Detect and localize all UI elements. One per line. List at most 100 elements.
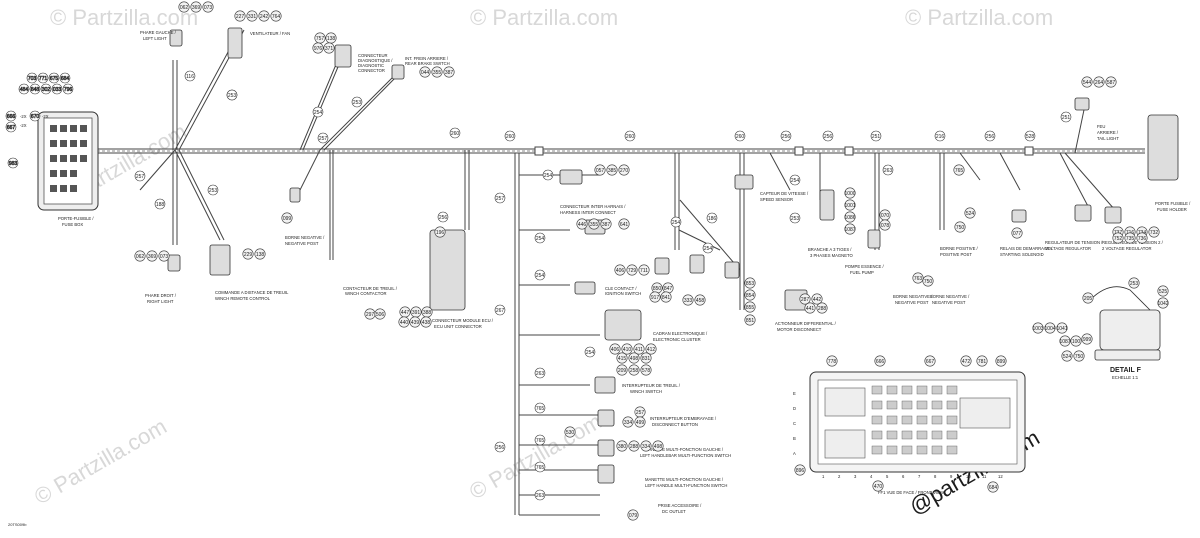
callout-circle — [178, 1, 190, 13]
callout-bubble: 667 — [5, 121, 17, 133]
callout-circle — [744, 301, 756, 313]
callout-bubble: 498 — [652, 440, 664, 452]
detail-f-motor — [1089, 286, 1161, 361]
callout-bubble: 855 — [744, 301, 756, 313]
harness-number: 260 — [734, 130, 746, 142]
fuse-box-callouts: 703 771 675 684 484 848 302 033 796 666 … — [5, 72, 74, 169]
callout-bubble: 062 — [178, 1, 190, 13]
callout-bubble: 073 — [202, 1, 214, 13]
cluster-label: ELECTRONIC CLUSTER — [653, 337, 701, 342]
callout-bubble: 735 — [1124, 232, 1136, 244]
callout-number: 270 — [620, 168, 629, 174]
callout-bubble: 288 — [628, 440, 640, 452]
callout-bubble: 1000 — [844, 187, 856, 199]
callout-bubble: 334 — [622, 416, 634, 428]
callout-circle — [912, 272, 924, 284]
harness-circle — [534, 269, 546, 281]
callout-number: 057 — [596, 168, 605, 174]
callout-bubble: 752 — [1112, 232, 1124, 244]
harness-number-text: 263 — [536, 371, 545, 377]
callout-number: 077 — [1013, 231, 1022, 237]
harness-number: 251 — [1060, 111, 1072, 123]
callout-number: 711 — [640, 268, 648, 274]
callout-bubble: 371 — [323, 42, 335, 54]
harness-number-text: 256 — [824, 134, 833, 140]
callout-number: 847 — [664, 286, 673, 292]
harness-circle — [780, 130, 792, 142]
callout-circle — [600, 218, 612, 230]
harness-number-text: 254 — [536, 236, 545, 242]
right-light-label: RIGHT LIGHT — [147, 299, 174, 304]
callout-number: 506 — [376, 312, 385, 318]
start-button-label: DISCONNECT BUTTON — [652, 422, 698, 427]
solenoid-label: RELAIS DE DEMARRAGE / — [1000, 246, 1053, 251]
callout-circle — [694, 294, 706, 306]
callout-bubble: 765 — [953, 164, 965, 176]
fuse-holder-label: PORTE FUSIBLE / — [1155, 201, 1191, 206]
harness-number: 263 — [534, 489, 546, 501]
callout-bubble: 044 — [419, 66, 431, 78]
callout-bubble: 227 — [234, 10, 246, 22]
callout-bubble: 138 — [254, 248, 266, 260]
callout-number: 666 — [876, 359, 885, 365]
callout-bubble: 412 — [645, 343, 657, 355]
callout-number: 079 — [629, 513, 638, 519]
winch-switch-connector — [594, 376, 616, 394]
callout-circle — [1059, 335, 1071, 347]
callout-bubble: 764 — [270, 10, 282, 22]
callout-bubble: 899 — [995, 355, 1007, 367]
tail-light-label: TAIL LIGHT — [1097, 136, 1119, 141]
callout-number: 1086 — [844, 215, 855, 221]
callout-bubble: 831 — [640, 352, 652, 364]
harness-number: 216 — [934, 130, 946, 142]
harness-circle — [184, 70, 196, 82]
callout-bubble: 853 — [744, 277, 756, 289]
fuse-slot — [946, 445, 958, 455]
callout-circle — [420, 316, 432, 328]
callout-number: 1000 — [844, 191, 855, 197]
callout-bubble: 333 — [682, 294, 694, 306]
callout-circle — [872, 480, 884, 492]
harness-circle — [494, 304, 506, 316]
callout-bubble: 355 — [431, 66, 443, 78]
callout-bubble: 544 — [1081, 76, 1093, 88]
fuse-box-label: FUSE BOX — [62, 222, 83, 227]
callout-number: 070 — [881, 213, 890, 219]
harness-circle — [870, 130, 882, 142]
callout-number: 388 — [423, 310, 432, 316]
callout-bubble: 684 — [987, 481, 999, 493]
callout-bubble: 264 — [1093, 76, 1105, 88]
callout-circle — [1061, 350, 1073, 362]
harness-number-text: 251 — [872, 134, 881, 140]
callout-bubble: 138 — [325, 32, 337, 44]
callout-circle — [879, 219, 891, 231]
callout-circle — [844, 211, 856, 223]
callout-number: 439 — [411, 320, 420, 326]
callout-number: 100 — [1072, 339, 1081, 345]
callout-number: 334 — [624, 420, 633, 426]
watermark-text: © Partzilla.com — [470, 5, 618, 30]
callout-circle — [576, 218, 588, 230]
callout-bubble: 670 — [29, 110, 41, 122]
callout-number: 1041 — [1056, 326, 1067, 332]
start-button-label: INTERRUPTEUR D'EMBRAYAGE / — [650, 416, 717, 421]
fuel-pump-label: POMPE ESSENCE / — [845, 264, 884, 269]
callout-bubble: 1086 — [844, 211, 856, 223]
harness-number: 765 — [534, 402, 546, 414]
callout-circle — [1128, 277, 1140, 289]
callout-number: 073 — [160, 254, 169, 260]
harness-number-text: 188 — [156, 202, 165, 208]
harness-number-text: 253 — [209, 188, 218, 194]
harness-number: 528 — [1024, 130, 1036, 142]
callout-circle — [419, 66, 431, 78]
tail-light-connector — [1074, 97, 1090, 111]
fuse-slot — [886, 445, 898, 455]
neg-post-3-label: BORNE NEGATIVE / — [930, 294, 970, 299]
callout-number: 999 — [1083, 337, 1092, 343]
callout-number: 371 — [325, 46, 334, 52]
winch-remote-connector — [209, 244, 231, 276]
svg-text:D: D — [793, 406, 796, 411]
neg-post-3-label: NEGATIVE POST — [932, 300, 966, 305]
callout-circle — [960, 355, 972, 367]
ignition-label: IGNITION SWITCH — [605, 291, 641, 296]
